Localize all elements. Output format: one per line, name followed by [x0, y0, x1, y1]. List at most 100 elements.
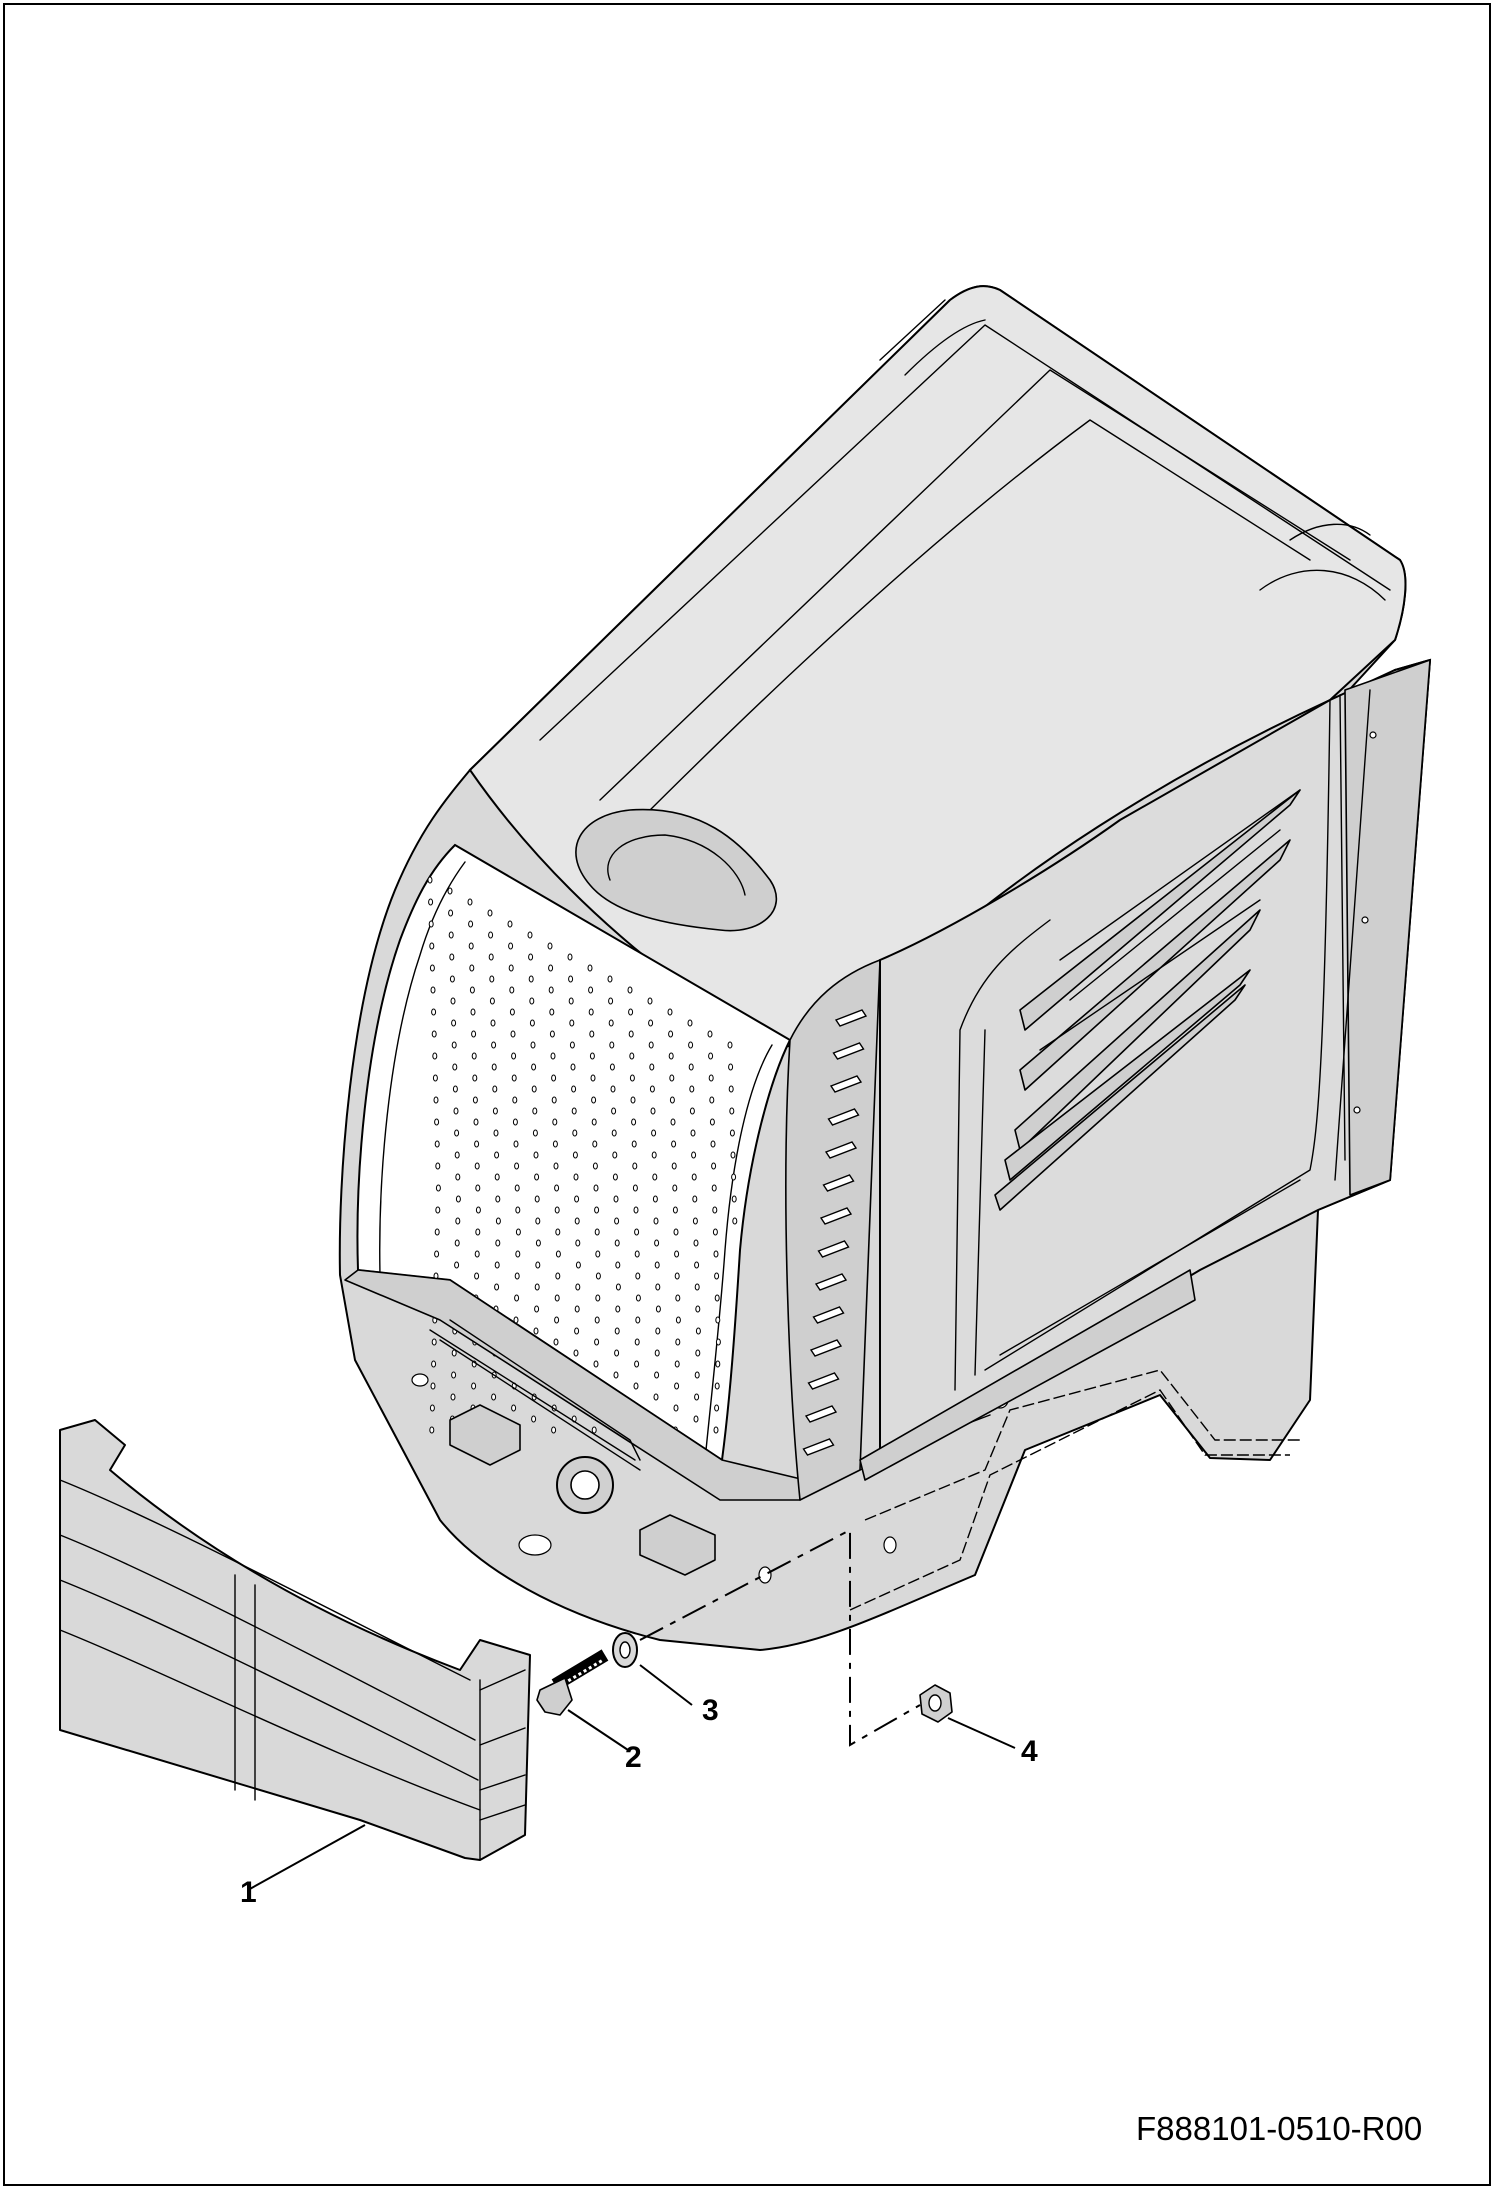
perforation-hole	[668, 1052, 674, 1060]
perforation-hole	[435, 1206, 441, 1214]
perforation-hole	[510, 1030, 516, 1038]
louver-slot	[827, 1108, 860, 1126]
perforation-hole	[589, 1052, 595, 1060]
perforation-hole	[711, 1184, 717, 1192]
perforation-hole	[535, 1261, 541, 1269]
perforation-hole	[491, 1063, 497, 1071]
perforation-hole	[533, 1327, 539, 1335]
perforation-hole	[728, 1085, 734, 1093]
perforation-hole	[654, 1371, 660, 1379]
perforation-hole	[575, 1239, 581, 1247]
perforation-hole	[729, 1129, 735, 1137]
perforation-hole	[512, 1096, 518, 1104]
perforation-hole	[491, 1393, 497, 1401]
perforation-hole	[432, 1052, 438, 1060]
perforation-hole	[613, 1195, 619, 1203]
perforation-hole	[467, 898, 473, 906]
perforation-hole	[651, 1129, 657, 1137]
perforation-hole	[610, 1085, 616, 1093]
perforation-hole	[608, 1019, 614, 1027]
perforation-hole	[587, 964, 593, 972]
perforation-hole	[452, 1063, 458, 1071]
perforation-hole	[450, 997, 456, 1005]
perforation-hole	[715, 1338, 721, 1346]
perforation-hole	[595, 1294, 601, 1302]
perforation-hole	[695, 1305, 701, 1313]
perforation-hole	[590, 1074, 596, 1082]
perforation-hole	[529, 1019, 535, 1027]
perforation-hole	[711, 1162, 717, 1170]
louver-slot	[819, 1207, 853, 1225]
louver-slot	[807, 1372, 840, 1390]
perforation-hole	[713, 1250, 719, 1258]
perforation-hole	[434, 1140, 440, 1148]
perforation-hole	[469, 964, 475, 972]
perforation-hole	[429, 1426, 435, 1434]
perforation-hole	[730, 1151, 736, 1159]
perforation-hole	[652, 1195, 658, 1203]
perforation-hole	[589, 1030, 595, 1038]
perforation-hole	[614, 1349, 620, 1357]
perforation-hole	[514, 1184, 520, 1192]
perforation-hole	[488, 931, 494, 939]
perforation-hole	[451, 1041, 457, 1049]
perforation-hole	[454, 1151, 460, 1159]
side-louver-slots	[802, 1009, 868, 1456]
perforation-hole	[494, 1261, 500, 1269]
louver-slot	[822, 1174, 855, 1192]
perforation-hole	[428, 898, 434, 906]
perforation-hole	[675, 1294, 681, 1302]
perforation-hole	[714, 1272, 720, 1280]
perforation-hole	[531, 1063, 537, 1071]
perforation-hole	[709, 1118, 715, 1126]
perforation-hole	[431, 1360, 437, 1368]
perforation-hole	[651, 1151, 657, 1159]
perforation-hole	[629, 1074, 635, 1082]
perforation-hole	[511, 1404, 517, 1412]
perforation-hole	[547, 942, 553, 950]
perforation-hole	[528, 953, 534, 961]
perforation-hole	[689, 1107, 695, 1115]
perforation-hole	[534, 1305, 540, 1313]
perforation-hole	[474, 1162, 480, 1170]
perforation-hole	[532, 1129, 538, 1137]
perforation-hole	[571, 1107, 577, 1115]
perforation-hole	[573, 1349, 579, 1357]
perforation-hole	[715, 1316, 721, 1324]
perforation-hole	[613, 1371, 619, 1379]
perforation-hole	[493, 1129, 499, 1137]
perforation-hole	[529, 997, 535, 1005]
perforation-hole	[494, 1283, 500, 1291]
perforation-hole	[429, 964, 435, 972]
perforation-hole	[633, 1206, 639, 1214]
perforation-hole	[614, 1327, 620, 1335]
perforation-hole	[492, 1085, 498, 1093]
perforation-hole	[435, 1162, 441, 1170]
perforation-hole	[595, 1250, 601, 1258]
perforation-hole	[451, 1019, 457, 1027]
perforation-hole	[693, 1415, 699, 1423]
perforation-hole	[515, 1228, 521, 1236]
perforation-hole	[649, 1085, 655, 1093]
perforation-hole	[532, 1107, 538, 1115]
perforation-hole	[714, 1404, 720, 1412]
perforation-hole	[471, 1382, 477, 1390]
perforation-hole	[648, 1041, 654, 1049]
perforation-hole	[449, 953, 455, 961]
perforation-hole	[569, 1019, 575, 1027]
perforation-hole	[635, 1316, 641, 1324]
leader-lines	[247, 1664, 1016, 1891]
perforation-hole	[574, 1305, 580, 1313]
perforation-hole	[567, 953, 573, 961]
perforation-hole	[688, 1063, 694, 1071]
perforation-hole	[455, 1195, 461, 1203]
nut	[919, 1684, 953, 1723]
callout-4: 4	[1021, 1735, 1038, 1768]
perforation-hole	[551, 1096, 557, 1104]
perforation-hole	[669, 1096, 675, 1104]
perforation-hole	[692, 1195, 698, 1203]
perforation-hole	[653, 1393, 659, 1401]
perforation-hole	[594, 1316, 600, 1324]
louver-slot	[802, 1438, 835, 1456]
perforation-hole	[434, 1250, 440, 1258]
